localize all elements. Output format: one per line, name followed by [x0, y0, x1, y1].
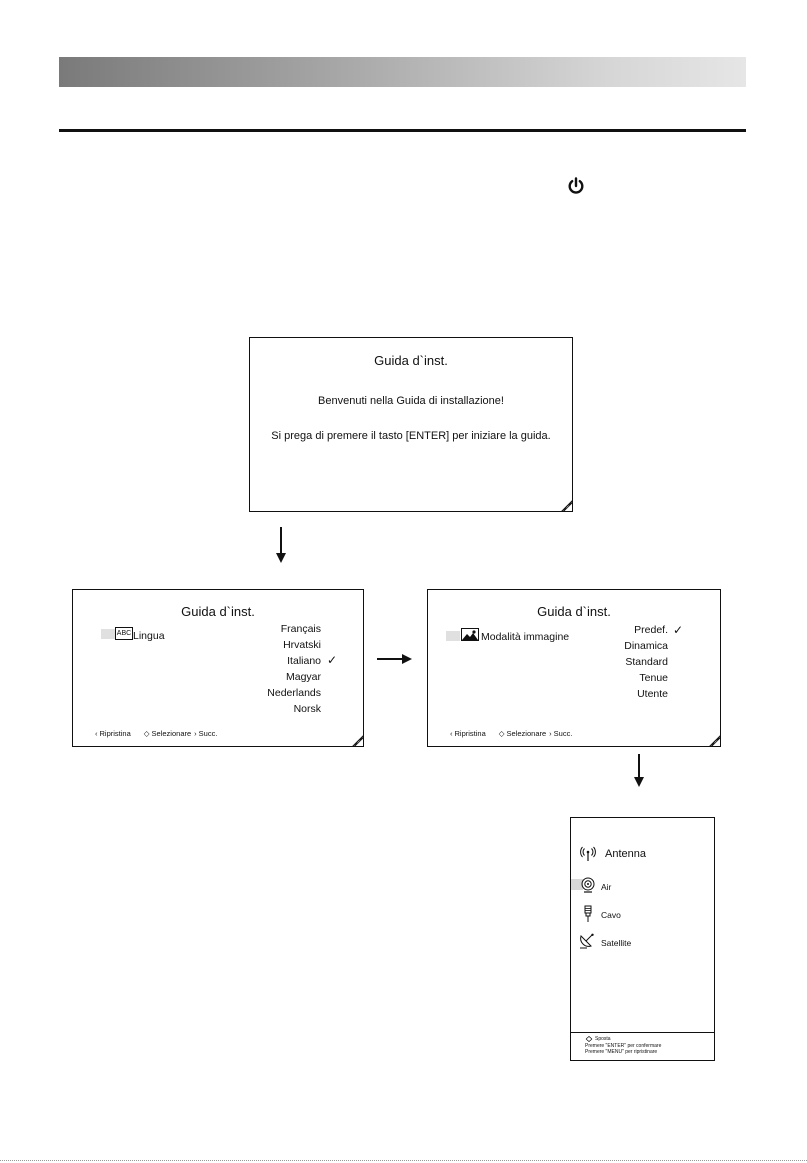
page-curl-icon [709, 735, 721, 747]
arrow-head [634, 777, 644, 787]
welcome-screen: Guida d`inst. Benvenuti nella Guida di i… [249, 337, 573, 512]
list-item[interactable]: Nederlands [267, 687, 321, 699]
list-item[interactable]: Norsk [293, 703, 321, 715]
list-item[interactable]: Hrvatski [283, 639, 321, 651]
footer-next[interactable]: ›Succ. [549, 729, 573, 738]
selection-marker [101, 629, 115, 639]
list-item[interactable]: Magyar [285, 671, 321, 683]
antenna-screen: Antenna Air Cavo Satellite Sposta Premer… [570, 817, 715, 1061]
flow-arrow-right [377, 658, 403, 660]
updown-icon: ◇ [143, 729, 150, 738]
list-item[interactable]: Français [280, 623, 321, 635]
footer-select[interactable]: ◇Selezionare [498, 729, 547, 738]
picture-mode-screen: Guida d`inst. Modalità immagine Predef. … [427, 589, 721, 747]
help-move: Sposta [595, 1036, 611, 1042]
cable-icon [584, 905, 592, 922]
language-options: Français Hrvatski Italiano Magyar Nederl… [221, 623, 321, 723]
list-item[interactable]: Cavo [601, 910, 621, 920]
flow-arrow-down [638, 754, 640, 778]
help-divider [571, 1032, 714, 1033]
chevron-left-icon: ‹ [450, 729, 453, 738]
page-edge [0, 1160, 807, 1161]
picture-title: Guida d`inst. [537, 604, 611, 619]
list-item[interactable]: Italiano [287, 655, 321, 667]
page-curl-icon [561, 500, 573, 512]
welcome-instruction: Si prega di premere il tasto [ENTER] per… [271, 430, 551, 442]
welcome-title: Guida d`inst. [374, 353, 448, 368]
check-icon: ✓ [327, 653, 338, 667]
footer-next[interactable]: ›Succ. [194, 729, 218, 738]
arrow-head [402, 654, 412, 664]
language-screen: Guida d`inst. ABC Lingua Français Hrvats… [72, 589, 364, 747]
power-icon [568, 177, 584, 194]
list-item[interactable]: Tenue [639, 672, 668, 684]
chevron-left-icon: ‹ [95, 729, 98, 738]
chevron-right-icon: › [549, 729, 552, 738]
section-rule [59, 129, 746, 132]
selection-marker [446, 631, 460, 641]
language-title: Guida d`inst. [181, 604, 255, 619]
list-item[interactable]: Dinamica [624, 640, 668, 652]
flow-arrow-down [280, 527, 282, 554]
chevron-right-icon: › [194, 729, 197, 738]
antenna-title: Antenna [605, 848, 646, 860]
picture-options: Predef. Dinamica Standard Tenue Utente [568, 624, 668, 714]
selection-marker [571, 879, 583, 890]
list-item[interactable]: Predef. [634, 624, 668, 636]
list-item[interactable]: Satellite [601, 938, 632, 948]
footer-select[interactable]: ◇Selezionare [143, 729, 192, 738]
arrow-head [276, 553, 286, 563]
picture-footer: ‹Ripristina ◇Selezionare ›Succ. [450, 729, 572, 738]
abc-icon: ABC [115, 627, 133, 640]
check-icon: ✓ [673, 623, 684, 637]
list-item[interactable]: Standard [625, 656, 668, 668]
list-item[interactable]: Utente [637, 688, 668, 700]
list-item[interactable]: Air [601, 882, 612, 892]
picture-mode-label: Modalità immagine [481, 631, 570, 643]
section-header-band [59, 57, 746, 87]
language-footer: ‹Ripristina ◇Selezionare ›Succ. [95, 729, 217, 738]
footer-back[interactable]: ‹Ripristina [450, 729, 486, 738]
footer-back[interactable]: ‹Ripristina [95, 729, 131, 738]
picture-icon [461, 628, 479, 641]
antenna-icon [580, 846, 596, 861]
welcome-message: Benvenuti nella Guida di installazione! [318, 395, 504, 407]
updown-icon: ◇ [498, 729, 505, 738]
air-icon [581, 877, 595, 893]
page-curl-icon [352, 735, 364, 747]
satellite-dish-icon [580, 933, 594, 949]
help-restart: Premere "MENU" per ripristinare [585, 1049, 658, 1055]
updown-arrows-icon [585, 1036, 593, 1042]
language-label: Lingua [133, 630, 165, 642]
help-confirm: Premere "ENTER" per confermare [585, 1043, 662, 1049]
